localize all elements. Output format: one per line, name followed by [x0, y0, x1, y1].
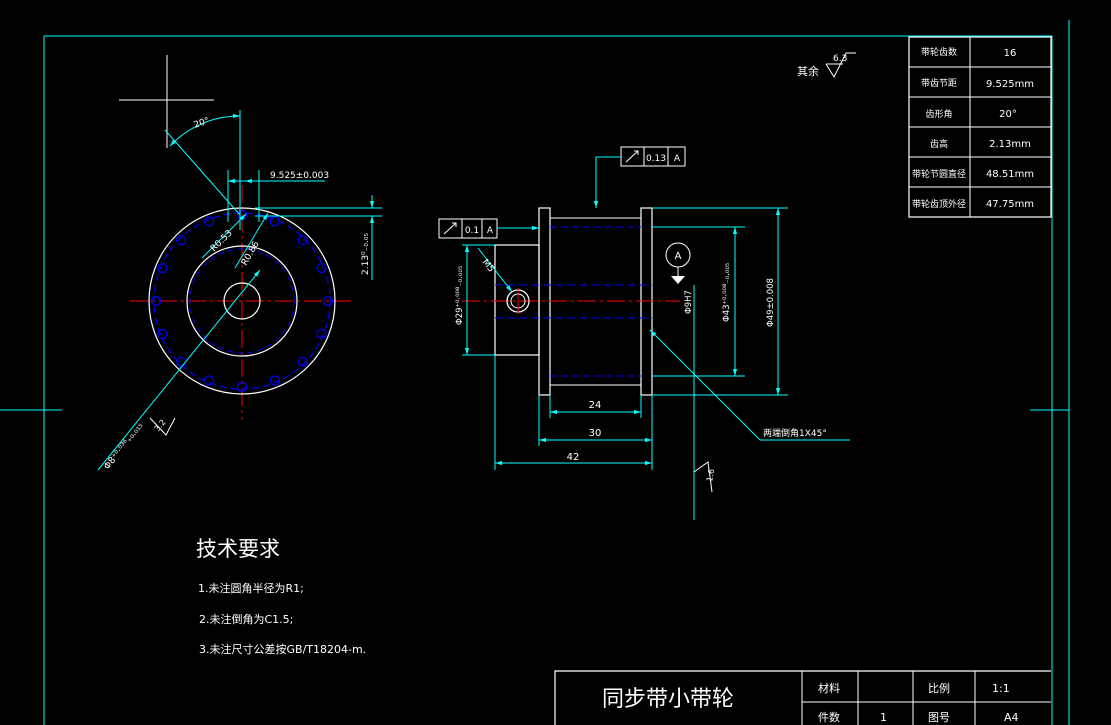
- tech-requirement-3: 3.未注尺寸公差按GB/T18204-m.: [199, 642, 366, 656]
- side-view: M5 0.1 A 0.13 A A Φ29⁺⁰·⁰⁰⁸₋₀.₀₀₅ Φ9H7: [438, 146, 850, 520]
- tooth-notch: [316, 263, 327, 274]
- front-view: 20° 9.525±0.003 2.13⁰₋₀.₀₅ R0.53 R0.86 Φ…: [97, 55, 382, 472]
- width-30-dimension: 30: [589, 428, 602, 439]
- width-42-dimension: 42: [567, 452, 580, 463]
- tooth-notch: [297, 235, 308, 246]
- param-value-angle: 20°: [999, 109, 1017, 120]
- material-label: 材料: [818, 681, 840, 695]
- tech-requirement-1: 1.未注圆角半径为R1;: [198, 581, 304, 595]
- part-name: 同步带小带轮: [602, 687, 734, 712]
- outer-circle: [148, 207, 336, 395]
- params-table: 带轮齿数 16 带齿节距 9.525mm 齿形角 20° 齿高 2.13mm 带…: [908, 36, 1052, 218]
- param-value-pitch-dia: 48.51mm: [986, 169, 1034, 180]
- param-label-pitch-dia: 带轮节圆直径: [912, 168, 966, 180]
- runout-tolerance: 0.13: [646, 154, 666, 164]
- flat-tolerance: 0.1: [465, 226, 479, 236]
- hub: [494, 244, 540, 356]
- runout-datum: A: [674, 154, 681, 164]
- tooth-notch: [204, 375, 215, 386]
- width-24-dimension: 24: [589, 400, 602, 411]
- hub-dia-dimension: Φ29⁺⁰·⁰⁰⁸₋₀.₀₀₅: [455, 266, 465, 325]
- tech-requirements-title: 技术要求: [196, 537, 280, 561]
- root-circle: [153, 212, 331, 390]
- drawing-no-value: A4: [1004, 711, 1019, 724]
- scale-label: 比例: [928, 681, 950, 695]
- tooth-notch: [204, 216, 215, 227]
- title-block: 同步带小带轮 材料 比例 1:1 件数 1 图号 A4: [554, 670, 1051, 725]
- hub-circle: [186, 245, 298, 357]
- tooth-notch: [236, 381, 248, 393]
- param-label-angle: 齿形角: [925, 108, 952, 120]
- bore-circle: [223, 282, 261, 320]
- tooth-notch: [269, 216, 280, 227]
- groove-dia-dimension: Φ43⁺⁰·⁰⁰⁸₋₀.₀₀₅: [722, 263, 732, 322]
- flat-datum: A: [487, 226, 494, 236]
- roughness-face-value: 1.6: [705, 468, 716, 482]
- param-value-pitch: 9.525mm: [986, 79, 1034, 90]
- param-value-tip-dia: 47.75mm: [986, 199, 1034, 210]
- roughness-bore-value: 3.2: [153, 418, 168, 434]
- outer-dia-dimension: Φ49±0.008: [766, 278, 776, 327]
- scale-value: 1:1: [992, 682, 1010, 695]
- param-value-teeth: 16: [1004, 48, 1017, 59]
- tooth-height-dimension: 2.13⁰₋₀.₀₅: [361, 233, 371, 275]
- param-label-height: 齿高: [930, 138, 948, 150]
- bore-dia-label: Φ8⁺⁰·⁰³⁶₊₀.₀₁₅: [102, 421, 145, 472]
- drawing-no-label: 图号: [928, 711, 950, 724]
- tooth-notch: [157, 263, 168, 274]
- param-label-pitch: 带齿节距: [921, 78, 957, 89]
- param-label-teeth: 带轮齿数: [921, 46, 957, 58]
- qty-value: 1: [880, 711, 887, 724]
- teeth-group: [150, 209, 334, 393]
- pitch-dimension: 9.525±0.003: [270, 171, 329, 181]
- roughness-rest-label: 其余: [797, 64, 819, 78]
- tooth-notch: [150, 295, 162, 307]
- tooth-notch: [316, 328, 327, 339]
- hub-hidden-circle: [189, 248, 295, 354]
- tooth-notch: [322, 295, 334, 307]
- tooth-notch: [157, 328, 168, 339]
- tooth-notch: [176, 235, 187, 246]
- drawing-frame: [0, 20, 1070, 725]
- thread-label: M5: [480, 258, 496, 275]
- roughness-rest-value: 6.3: [833, 54, 847, 64]
- shaft-fit-dimension: Φ9H7: [684, 290, 694, 314]
- angle-label: 20°: [193, 116, 211, 131]
- param-label-tip-dia: 带轮齿顶外径: [912, 198, 966, 210]
- chamfer-note: 两端倒角1X45°: [763, 427, 827, 439]
- tech-requirement-2: 2.未注倒角为C1.5;: [199, 612, 293, 626]
- param-value-height: 2.13mm: [989, 139, 1031, 150]
- qty-label: 件数: [818, 711, 840, 724]
- tooth-notch: [269, 375, 280, 386]
- datum-label: A: [675, 251, 682, 262]
- tech-requirements: 技术要求 1.未注圆角半径为R1; 2.未注倒角为C1.5; 3.未注尺寸公差按…: [196, 537, 366, 656]
- roughness-rest: 其余 6.3: [797, 52, 856, 79]
- tooth-notch: [297, 356, 308, 367]
